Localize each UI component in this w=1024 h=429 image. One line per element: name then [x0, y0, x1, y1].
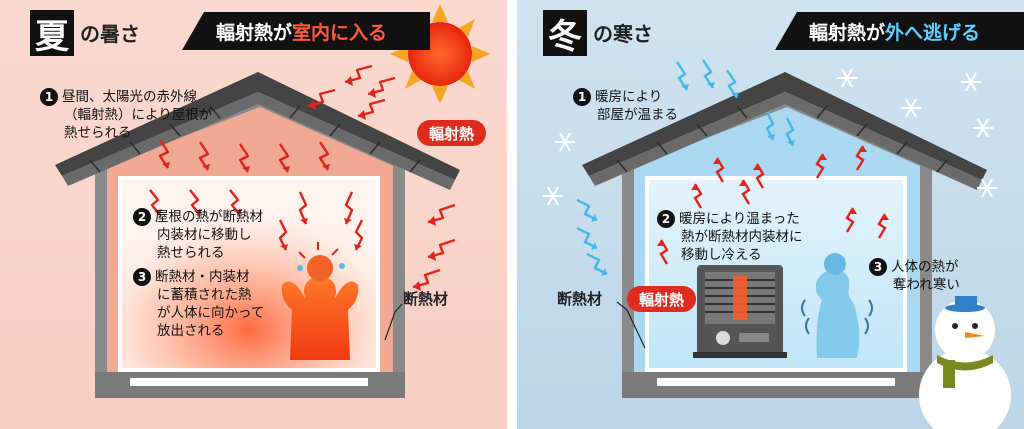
winter-point-1-line-2: 部屋が温まる — [597, 107, 678, 123]
winter-point-1-number: 1 — [573, 88, 591, 106]
summer-point-2-number: 2 — [133, 208, 151, 226]
hot-person-icon — [281, 242, 359, 360]
heat-escape-arrows — [576, 59, 795, 276]
winter-house-illustration — [543, 59, 1011, 429]
summer-point-1-number: 1 — [40, 88, 58, 106]
summer-banner: 輻射熱が室内に入る — [182, 12, 430, 50]
summer-point-3-line-3: が人体に向かって — [157, 305, 265, 321]
winter-point-2-number: 2 — [657, 210, 675, 228]
summer-point-1-line-3: 熱せられる — [64, 125, 132, 141]
cold-person-icon — [801, 253, 873, 358]
radiant-heat-arrows — [149, 64, 456, 289]
summer-point-2-line-2: 内装材に移動し — [157, 227, 252, 243]
winter-point-2-line-2: 熱が断熱材内装材に — [681, 229, 803, 245]
winter-insulation-label: 断熱材 — [557, 290, 603, 308]
summer-point-3-line-2: に蓄積された熱 — [157, 287, 252, 303]
summer-point-1-line-1: 昼間、太陽光の赤外線 — [62, 89, 197, 105]
winter-radiant-heat-badge: 輻射熱 — [627, 286, 697, 312]
summer-point-1-line-2: （輻射熱）により屋根が — [64, 107, 213, 123]
summer-banner-highlight: 室内に入る — [292, 21, 388, 44]
snowman-icon — [919, 296, 1011, 429]
winter-banner-prefix: 輻射熱が — [809, 21, 886, 44]
winter-point-3-line-1: 人体の熱が — [891, 259, 959, 275]
summer-point-3-line-4: 放出される — [157, 323, 225, 339]
season-title-winter: 冬 — [543, 10, 587, 57]
summer-point-2-line-1: 屋根の熱が断熱材 — [155, 209, 263, 225]
summer-radiant-heat-badge: 輻射熱 — [417, 120, 487, 146]
winter-banner: 輻射熱が外へ逃げる — [775, 12, 1024, 50]
snowflake-icons — [543, 68, 997, 206]
winter-point-2-line-1: 暖房により温まった — [679, 211, 800, 227]
summer-point-3-number: 3 — [133, 268, 151, 286]
season-subtitle-summer: の暑さ — [80, 22, 140, 46]
winter-banner-highlight: 外へ逃げる — [885, 21, 981, 44]
season-title-summer: 夏 — [30, 10, 74, 57]
summer-point-3-line-1: 断熱材・内装材 — [155, 269, 250, 285]
winter-point-3-line-2: 奪われ寒い — [893, 277, 960, 293]
winter-point-1-line-1: 暖房により — [595, 89, 663, 105]
winter-point-2-line-3: 移動し冷える — [681, 247, 762, 263]
summer-point-2-line-3: 熱せられる — [157, 245, 225, 261]
winter-point-3-number: 3 — [869, 258, 887, 276]
summer-house-illustration — [55, 4, 490, 398]
season-subtitle-winter: の寒さ — [593, 22, 653, 46]
summer-insulation-label: 断熱材 — [403, 290, 449, 308]
summer-banner-prefix: 輻射熱が — [216, 21, 293, 44]
kerosene-heater-icon — [693, 265, 787, 358]
